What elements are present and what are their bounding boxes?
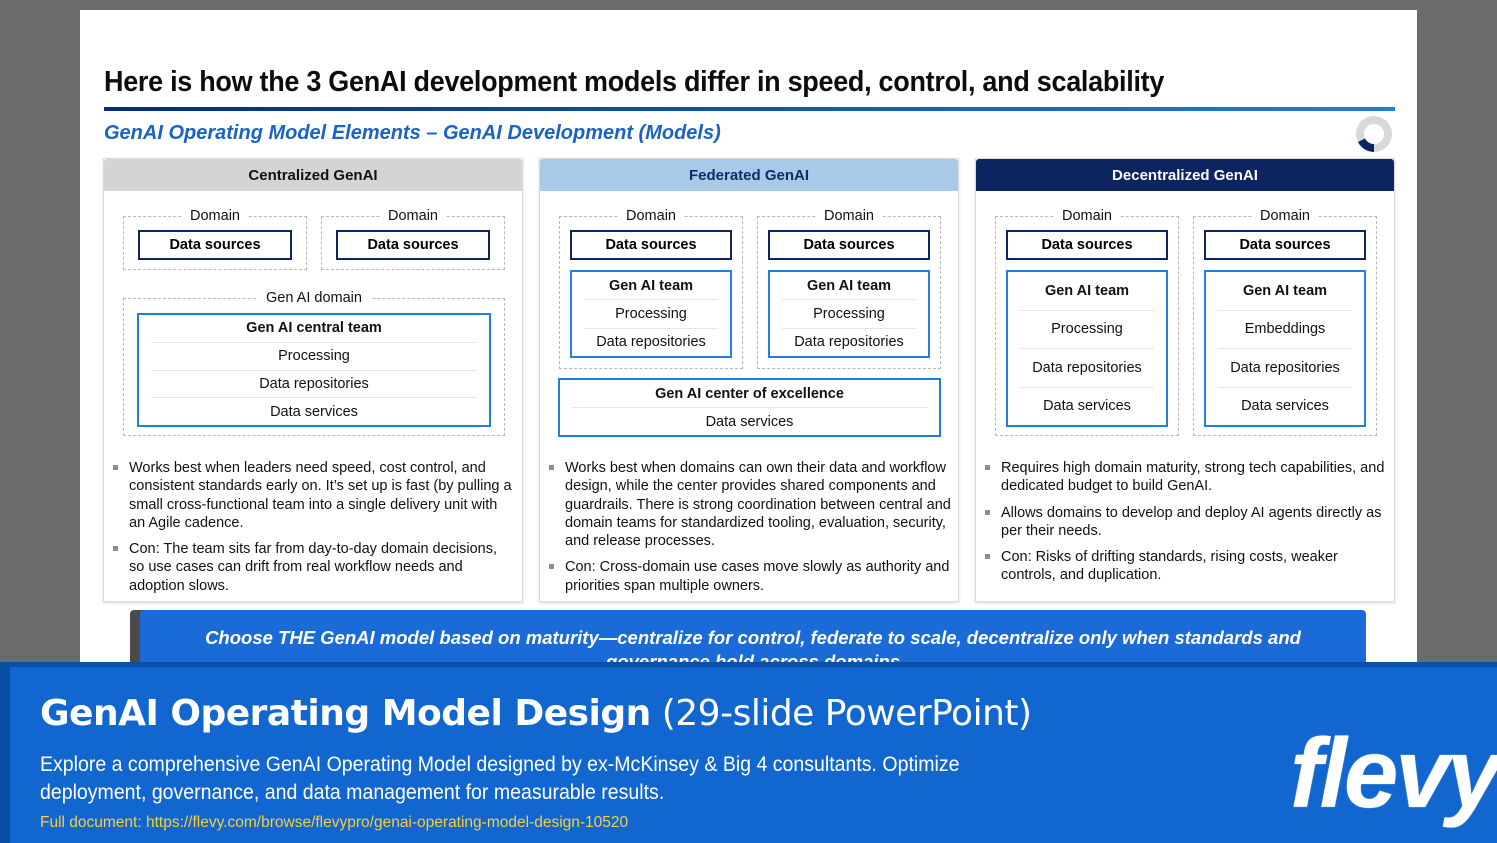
team-title: Gen AI team <box>1218 272 1352 311</box>
center-of-excellence-box: Gen AI center of excellence Data service… <box>558 378 941 437</box>
domain-group: Domain Data sources <box>321 208 505 270</box>
bullet-item: Requires high domain maturity, strong te… <box>982 459 1388 496</box>
data-sources-box: Data sources <box>768 230 930 260</box>
bullet-list: Works best when leaders need speed, cost… <box>110 459 516 603</box>
domain-group: Domain Data sources <box>123 208 307 270</box>
genai-team-box: Gen AI team Embeddings Data repositories… <box>1204 270 1366 427</box>
promo-banner: GenAI Operating Model Design (29-slide P… <box>0 662 1497 843</box>
callout-box: Choose THE GenAI model based on maturity… <box>140 610 1366 662</box>
banner-title-suffix: (29-slide PowerPoint) <box>650 693 1032 734</box>
slide-title: Here is how the 3 GenAI development mode… <box>104 66 1165 98</box>
data-sources-box: Data sources <box>1204 230 1366 260</box>
genai-central-team-box: Gen AI central team Processing Data repo… <box>137 313 491 427</box>
domain-group: Domain Data sources Gen AI team Processi… <box>757 208 941 369</box>
team-title: Gen AI team <box>782 272 916 301</box>
domain-label: Domain <box>380 208 446 224</box>
genai-team-box: Gen AI team Processing Data repositories <box>570 270 732 358</box>
domain-label: Domain <box>1054 208 1120 224</box>
data-sources-box: Data sources <box>138 230 292 260</box>
slide: Here is how the 3 GenAI development mode… <box>80 10 1417 662</box>
domain-label: Domain <box>618 208 684 224</box>
bullet-list: Requires high domain maturity, strong te… <box>982 459 1388 593</box>
bullet-item: Con: The team sits far from day-to-day d… <box>110 540 516 595</box>
title-divider <box>104 107 1395 111</box>
banner-description: Explore a comprehensive GenAI Operating … <box>40 753 960 804</box>
genai-domain-group: Gen AI domain Gen AI central team Proces… <box>123 290 505 436</box>
document-link[interactable]: Full document: https://flevy.com/browse/… <box>40 814 629 831</box>
column-header: Centralized GenAI <box>104 159 522 191</box>
data-sources-box: Data sources <box>570 230 732 260</box>
slide-subtitle: GenAI Operating Model Elements – GenAI D… <box>104 122 721 144</box>
column-header: Decentralized GenAI <box>976 159 1394 191</box>
coe-title: Gen AI center of excellence <box>572 380 927 408</box>
genai-domain-label: Gen AI domain <box>258 290 370 306</box>
team-title: Gen AI team <box>584 272 718 301</box>
team-title: Gen AI central team <box>151 315 477 343</box>
domain-group: Domain Data sources Gen AI team Embeddin… <box>1193 208 1377 436</box>
banner-edge <box>0 667 10 843</box>
team-row: Data repositories <box>596 334 706 351</box>
column-federated: Federated GenAI Domain Data sources Gen … <box>539 158 959 602</box>
banner-title: GenAI Operating Model Design (29-slide P… <box>40 693 1032 734</box>
team-row: Data repositories <box>151 371 477 399</box>
bullet-item: Con: Cross-domain use cases move slowly … <box>546 558 952 595</box>
team-row: Data repositories <box>1020 349 1154 388</box>
bullet-item: Works best when domains can own their da… <box>546 459 952 550</box>
callout-text: Choose THE GenAI model based on maturity… <box>205 627 1301 662</box>
coe-row: Data services <box>705 413 794 430</box>
domain-label: Domain <box>182 208 248 224</box>
genai-team-box: Gen AI team Processing Data repositories <box>768 270 930 358</box>
domain-label: Domain <box>1252 208 1318 224</box>
team-row: Data services <box>1241 398 1329 415</box>
team-row: Processing <box>1020 311 1154 349</box>
team-row: Processing <box>151 343 477 371</box>
bullet-list: Works best when domains can own their da… <box>546 459 952 603</box>
data-sources-box: Data sources <box>1006 230 1168 260</box>
domain-group: Domain Data sources Gen AI team Processi… <box>995 208 1179 436</box>
progress-ring-icon <box>1356 116 1392 152</box>
column-header: Federated GenAI <box>540 159 958 191</box>
team-row: Data services <box>1043 398 1131 415</box>
domain-group: Domain Data sources Gen AI team Processi… <box>559 208 743 369</box>
team-row: Data services <box>270 403 358 420</box>
genai-team-box: Gen AI team Processing Data repositories… <box>1006 270 1168 427</box>
team-row: Embeddings <box>1218 311 1352 349</box>
team-row: Processing <box>584 300 718 329</box>
banner-title-main: GenAI Operating Model Design <box>40 693 651 734</box>
bullet-item: Con: Risks of drifting standards, rising… <box>982 548 1388 585</box>
bullet-item: Allows domains to develop and deploy AI … <box>982 504 1388 541</box>
column-decentralized: Decentralized GenAI Domain Data sources … <box>975 158 1395 602</box>
column-centralized: Centralized GenAI Domain Data sources Do… <box>103 158 523 602</box>
domain-label: Domain <box>816 208 882 224</box>
team-row: Data repositories <box>794 334 904 351</box>
team-row: Data repositories <box>1218 349 1352 388</box>
team-row: Processing <box>782 300 916 329</box>
team-title: Gen AI team <box>1020 272 1154 311</box>
bullet-item: Works best when leaders need speed, cost… <box>110 459 516 532</box>
data-sources-box: Data sources <box>336 230 490 260</box>
flevy-logo[interactable]: flevy <box>1290 718 1497 828</box>
